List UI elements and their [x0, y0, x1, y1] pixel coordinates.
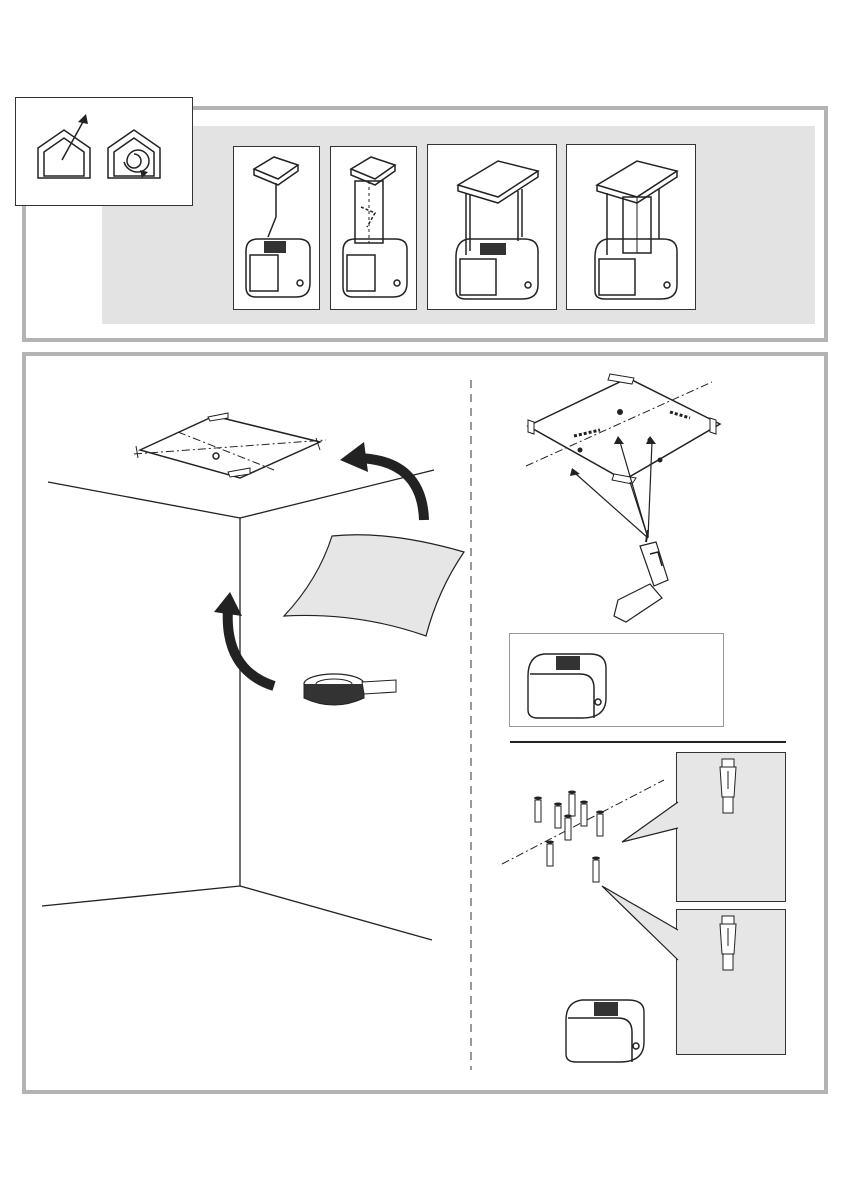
ducted-extraction-icon: [38, 114, 90, 178]
hood-unit-icon: [528, 654, 606, 718]
plug-detail-box-2: [676, 909, 786, 1055]
mode-icons-box: [15, 97, 193, 206]
ceiling-template-icon: [134, 413, 326, 478]
drill-icon: [614, 530, 668, 622]
step-divider: [470, 380, 472, 1070]
plug-detail-icon: [720, 916, 736, 970]
variant-card-2: [330, 146, 417, 310]
variant-card-1: [233, 146, 320, 310]
hood-inset-box: [509, 633, 724, 727]
bottom-hood: [560, 996, 660, 1068]
recirculation-icon: [108, 130, 160, 178]
wall-plugs-icon: [534, 791, 604, 883]
section-separator: [510, 741, 786, 743]
template-sheet-icon: [284, 535, 464, 636]
callout-pointers: [600, 790, 690, 990]
variant-card-3: [427, 144, 557, 310]
hood-unit-icon: [566, 1000, 644, 1062]
plug-detail-icon: [720, 759, 736, 813]
left-step-illustration: [28, 380, 468, 1080]
adhesive-tape-icon: [304, 674, 396, 705]
drill-template-icon: [526, 374, 720, 484]
drill-step-illustration: [500, 370, 740, 632]
plug-detail-box-1: [676, 752, 786, 902]
variant-card-4: [566, 144, 696, 310]
